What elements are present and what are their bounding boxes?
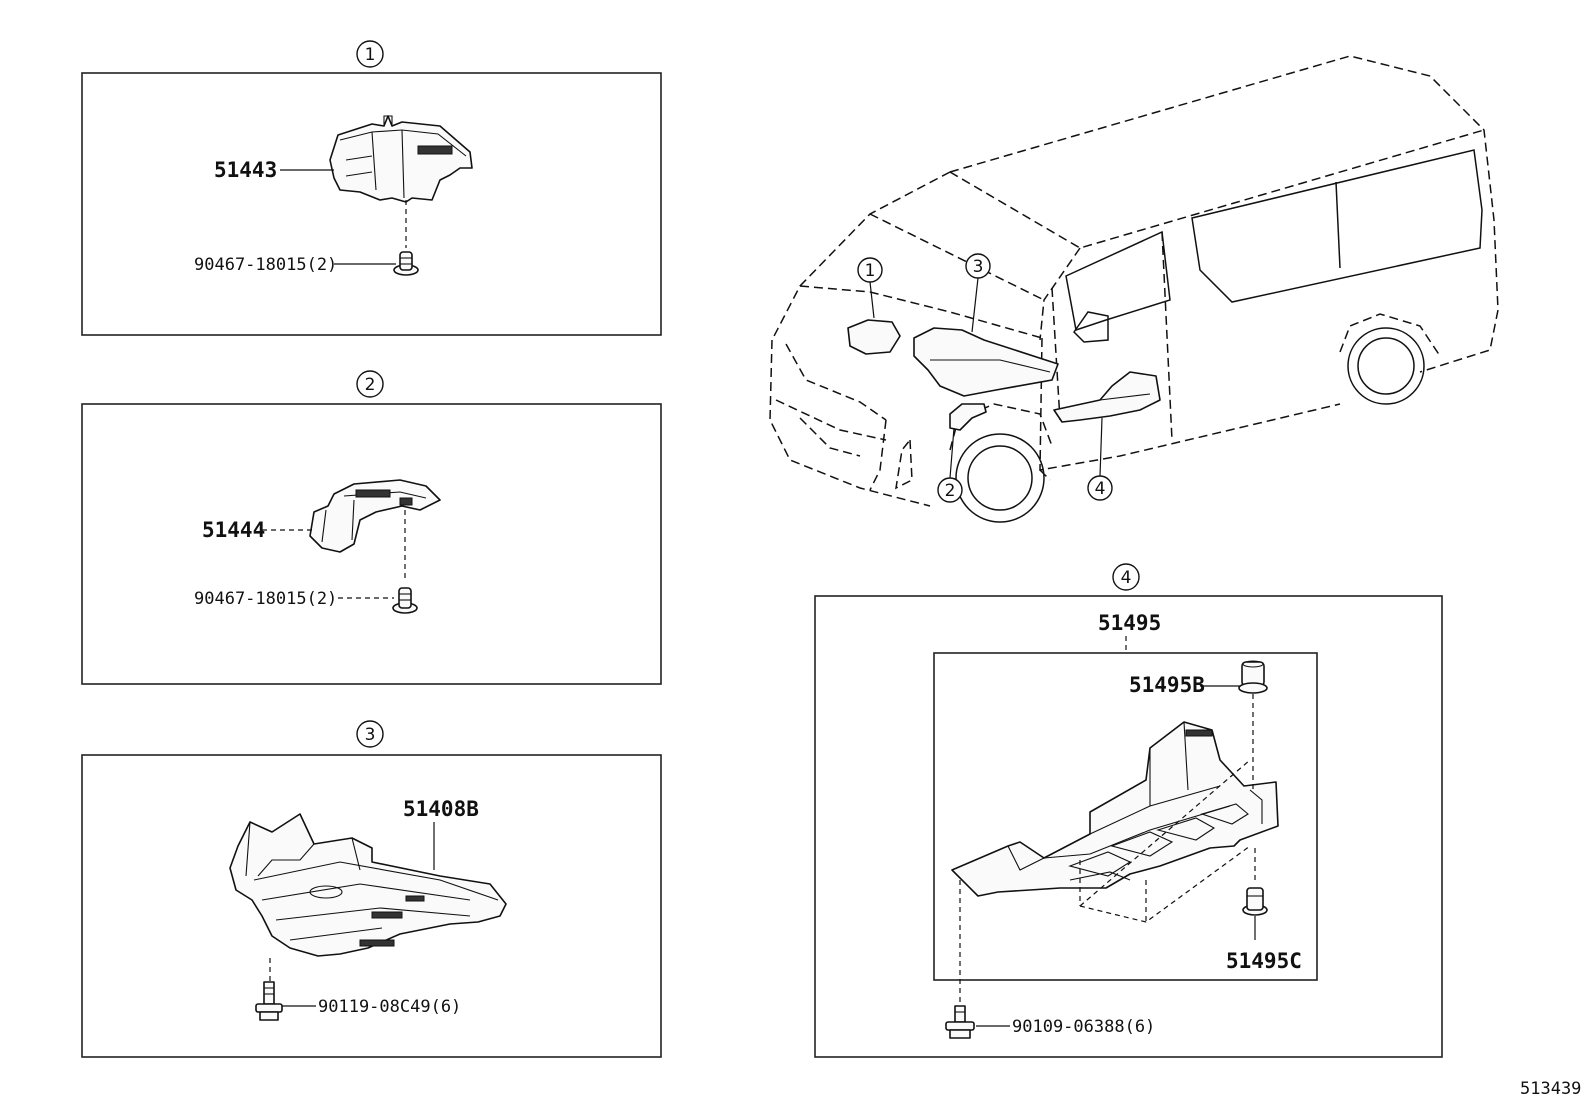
van-part-4-icon <box>1053 371 1161 423</box>
clip-51495C-icon <box>1242 887 1268 916</box>
clip-90467-a-icon <box>393 251 419 276</box>
van-callout-4: 4 <box>1095 479 1106 499</box>
panel-3: 3 51408B 90119-08C49(6) <box>81 720 662 1058</box>
callout-2-circle <box>356 370 384 398</box>
panel-3-frame <box>81 754 662 1058</box>
label-51443: 51443 <box>214 158 277 182</box>
clip-51495B-icon <box>1238 660 1268 694</box>
label-90119: 90119-08C49(6) <box>318 997 461 1017</box>
callout-2-number: 2 <box>365 375 376 395</box>
label-51495C: 51495C <box>1226 949 1302 973</box>
label-90467-a: 90467-18015(2) <box>194 255 337 275</box>
label-90467-b: 90467-18015(2) <box>194 589 337 609</box>
clip-90467-b-icon <box>392 587 418 614</box>
van-part-2-icon <box>949 403 987 431</box>
bolt-90119-icon <box>255 981 283 1021</box>
part-51495-dash-outline-4 <box>1079 759 1251 907</box>
label-90109: 90109-06388(6) <box>1012 1017 1155 1037</box>
part-51443-drawing <box>329 115 473 203</box>
van-callout-1: 1 <box>865 261 876 281</box>
label-51444: 51444 <box>202 518 265 542</box>
van-callout-3: 3 <box>973 257 984 277</box>
panel-2: 2 51444 90467-18015(2) <box>81 370 662 685</box>
callout-4-number: 4 <box>1121 568 1132 588</box>
van-overview: 1 3 2 4 <box>769 55 1499 523</box>
label-51408B: 51408B <box>403 797 479 821</box>
panel-4-frame <box>814 595 1443 1058</box>
van-callout-2: 2 <box>945 481 956 501</box>
panel-4: 4 51495 51495B <box>814 563 1443 1058</box>
callout-3-number: 3 <box>365 725 376 745</box>
part-51444-drawing <box>309 479 441 553</box>
part-51495-dash-outline <box>1079 845 1251 923</box>
callout-1-number: 1 <box>365 45 376 65</box>
part-51495-drawing <box>951 721 1279 897</box>
part-51408B-drawing <box>229 813 507 957</box>
van-part-1-icon <box>847 319 901 355</box>
panel-1-frame <box>81 72 662 336</box>
callout-3-circle <box>356 720 384 748</box>
panel-2-frame <box>81 403 662 685</box>
figure-id: 513439 <box>1520 1079 1581 1099</box>
label-51495: 51495 <box>1098 611 1161 635</box>
callout-1-circle <box>356 40 384 68</box>
label-51495B: 51495B <box>1129 673 1205 697</box>
van-part-3-icon <box>913 327 1059 397</box>
callout-4-circle <box>1112 563 1140 591</box>
bolt-90109-icon <box>945 1005 975 1039</box>
panel-1: 1 51443 90467-18015(2) <box>81 40 662 336</box>
panel-4-inner-frame <box>933 652 1318 981</box>
